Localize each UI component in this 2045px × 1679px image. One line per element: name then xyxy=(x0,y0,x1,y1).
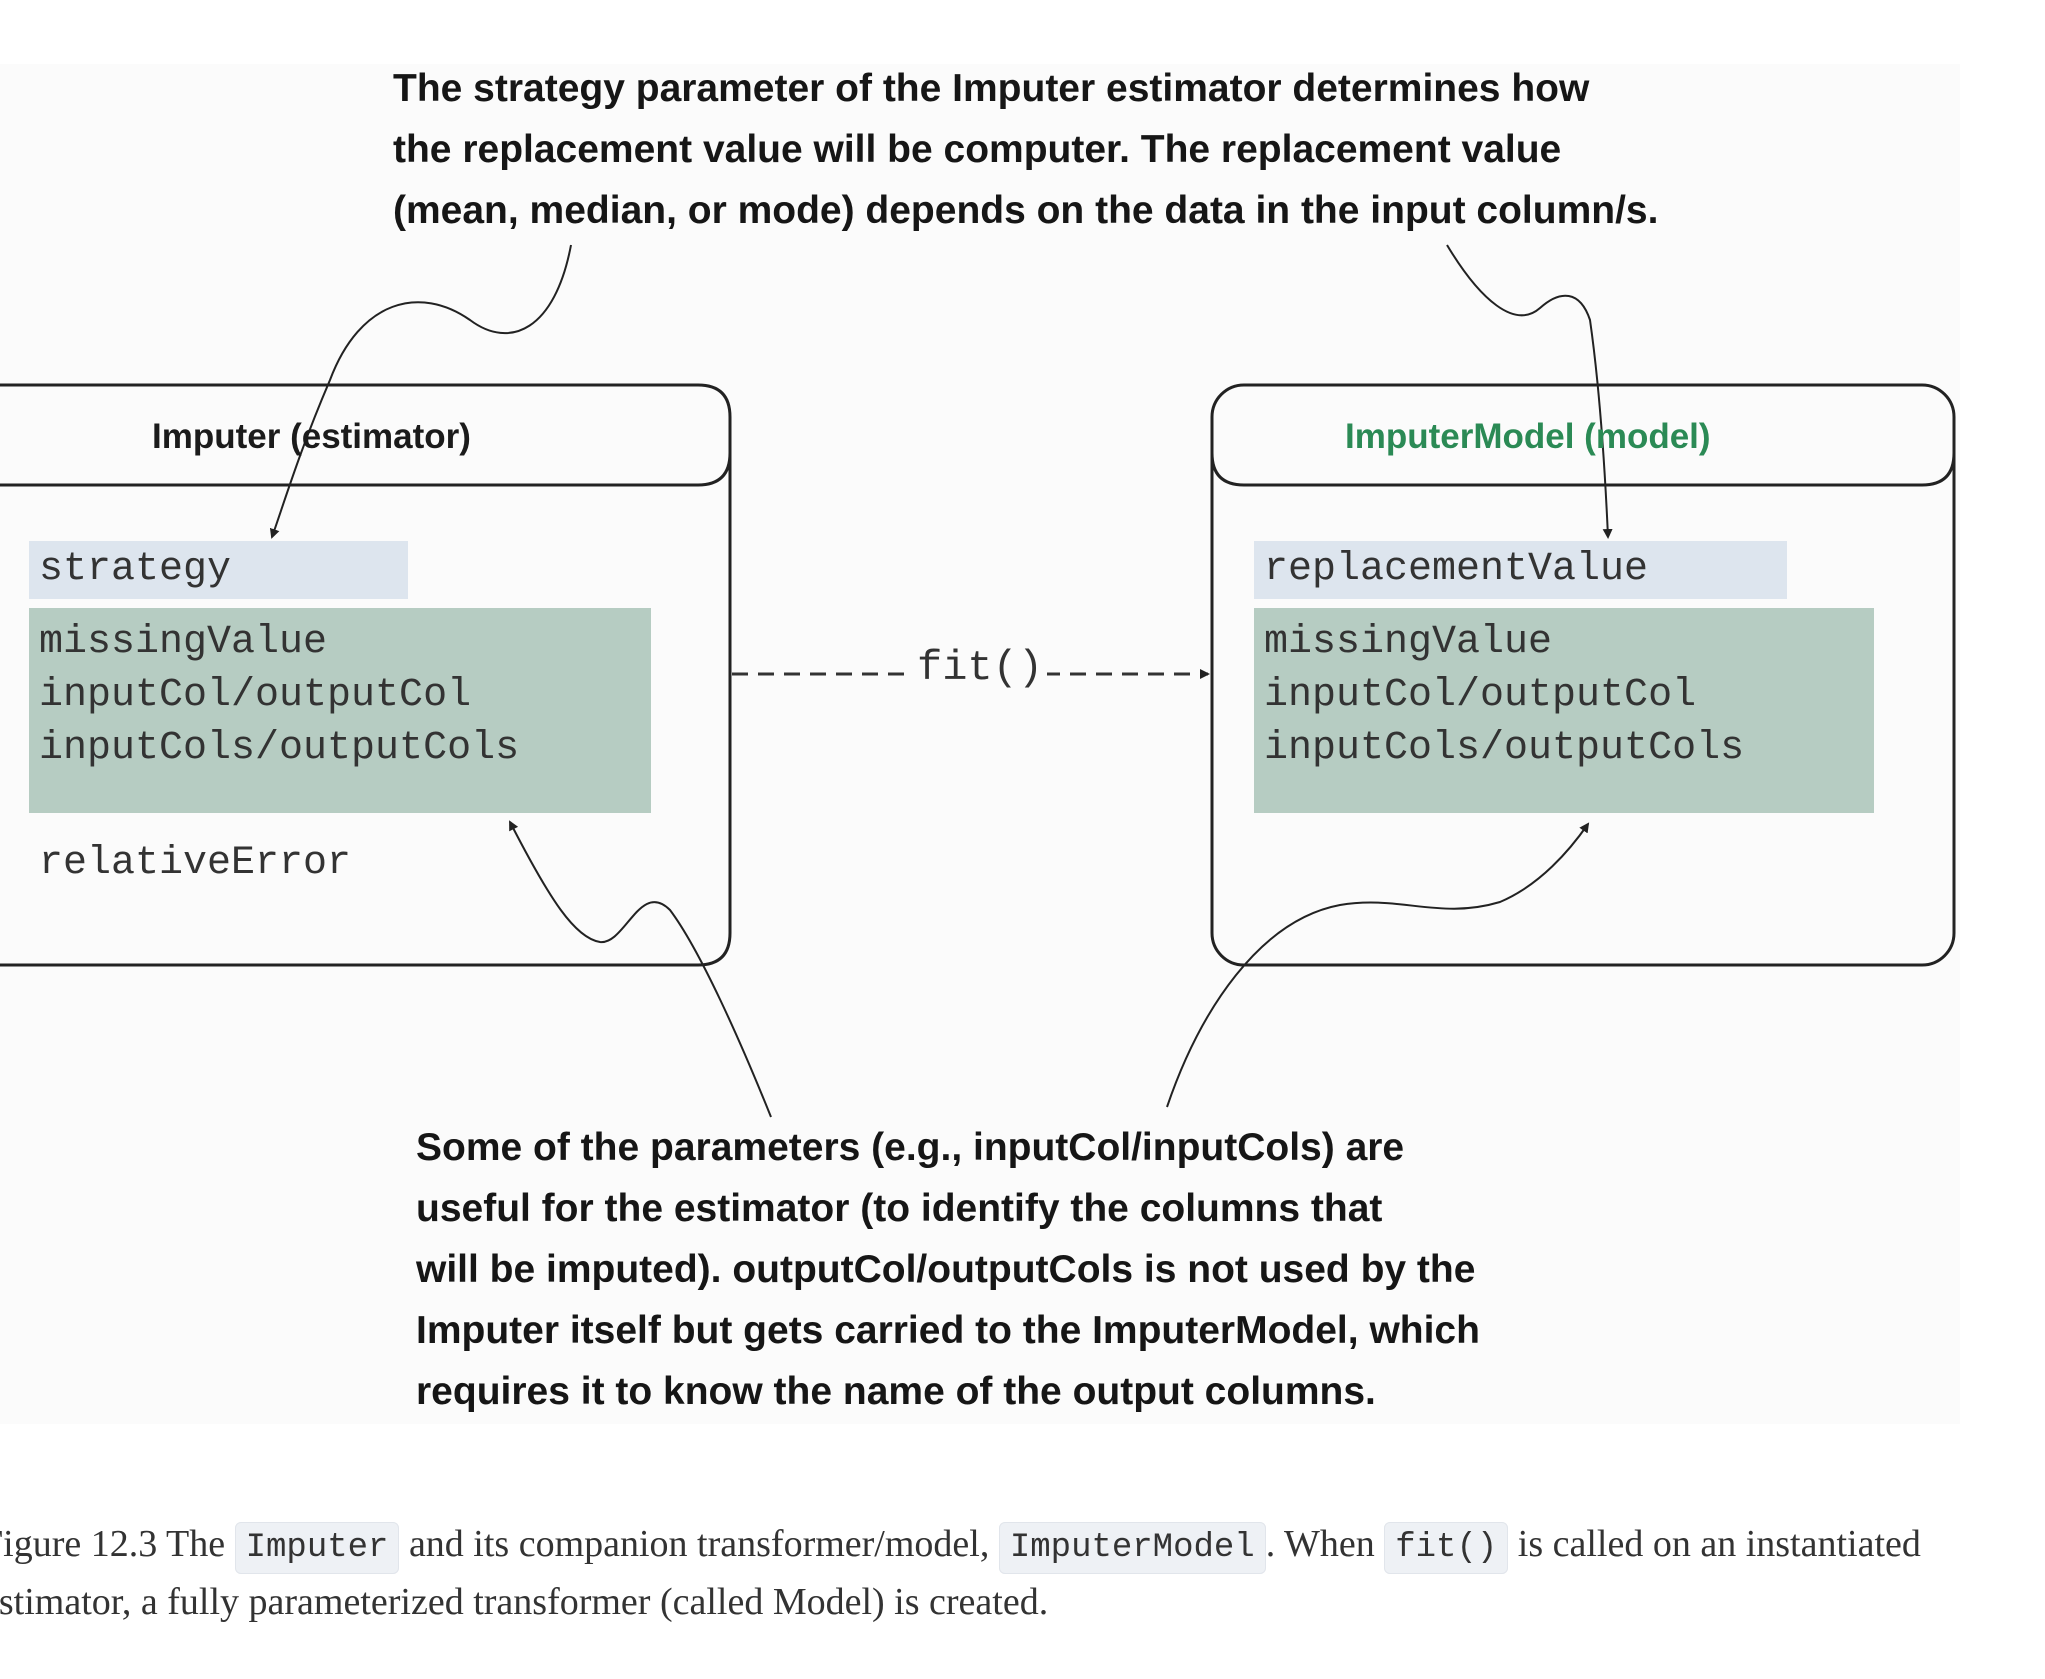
caption-code-imputer: Imputer xyxy=(234,1522,400,1574)
estimator-relative-error-param: relativeError xyxy=(39,841,352,886)
estimator-param-missing-value: missingValue xyxy=(39,620,328,665)
caption-suffix: is called on an instantiated estimator, … xyxy=(0,1523,1921,1623)
estimator-param-input-output-cols: inputCols/outputCols xyxy=(39,726,520,771)
model-param-input-output-col: inputCol/outputCol xyxy=(1264,673,1697,718)
caption-prefix: Figure 12.3 The xyxy=(0,1523,235,1565)
strategy-callout-line: The strategy parameter of the Imputer es… xyxy=(393,67,1590,110)
estimator-param-input-output-col: inputCol/outputCol xyxy=(39,673,472,718)
parameters-callout-line: useful for the estimator (to identify th… xyxy=(416,1187,1383,1230)
fit-label: fit() xyxy=(913,640,1048,696)
caption-text: . When xyxy=(1265,1523,1385,1565)
strategy-callout: The strategy parameter of the Imputer es… xyxy=(393,58,1658,241)
strategy-callout-line: the replacement value will be computer. … xyxy=(393,128,1562,171)
estimator-title: Imputer (estimator) xyxy=(152,417,471,456)
model-param-input-output-cols: inputCols/outputCols xyxy=(1264,726,1745,771)
model-shared-params: missingValue inputCol/outputCol inputCol… xyxy=(1254,608,1874,813)
caption-code-imputer-model: ImputerModel xyxy=(998,1522,1266,1574)
caption-text: and its companion transformer/model, xyxy=(399,1523,999,1565)
output-params-leader-line xyxy=(1166,822,1590,1108)
parameters-callout: Some of the parameters (e.g., inputCol/i… xyxy=(416,1117,1480,1422)
model-replacement-value-param: replacementValue xyxy=(1254,541,1787,599)
estimator-strategy-param: strategy xyxy=(29,541,408,599)
parameters-callout-line: will be imputed). outputCol/outputCols i… xyxy=(416,1248,1476,1291)
estimator-shared-params: missingValue inputCol/outputCol inputCol… xyxy=(29,608,651,813)
strategy-callout-line: (mean, median, or mode) depends on the d… xyxy=(393,189,1659,232)
strategy-leader-line xyxy=(269,244,572,539)
parameters-callout-line: Imputer itself but gets carried to the I… xyxy=(416,1309,1480,1352)
figure-caption: Figure 12.3 The Imputer and its companio… xyxy=(0,1517,2022,1629)
parameters-callout-line: requires it to know the name of the outp… xyxy=(416,1370,1376,1413)
model-box xyxy=(1210,383,1956,967)
caption-code-fit: fit() xyxy=(1384,1522,1509,1574)
estimator-box xyxy=(0,383,732,967)
replacement-value-leader-line xyxy=(1446,244,1613,539)
model-title: ImputerModel (model) xyxy=(1345,417,1711,456)
parameters-callout-line: Some of the parameters (e.g., inputCol/i… xyxy=(416,1126,1405,1169)
input-params-leader-line xyxy=(509,820,772,1118)
model-param-missing-value: missingValue xyxy=(1264,620,1553,665)
